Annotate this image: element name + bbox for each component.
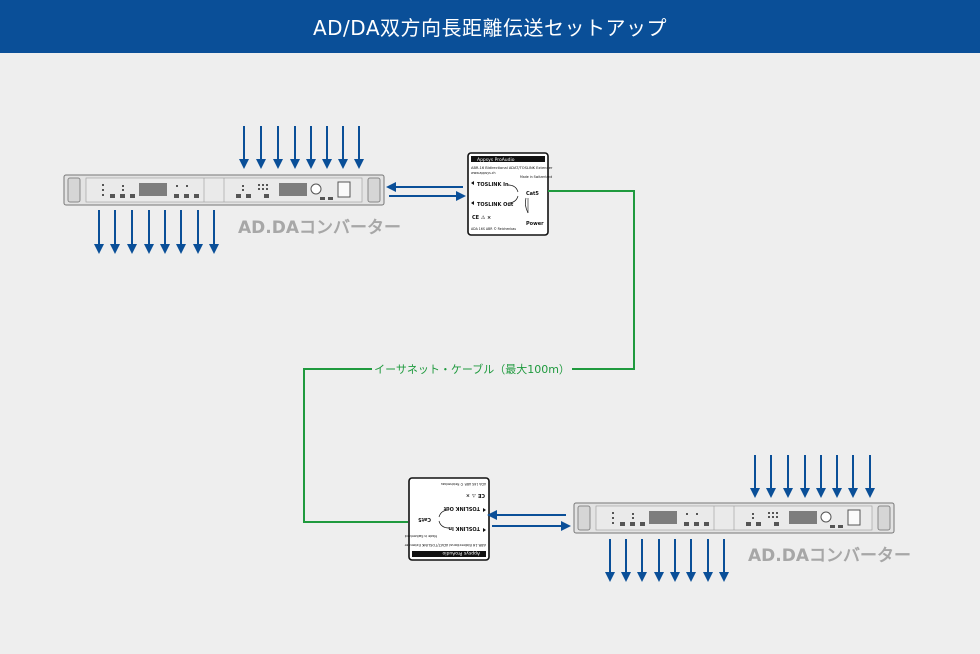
extender-bottom: Appsys ProAudio ABR-16 Bidirectional ADA… <box>404 477 490 561</box>
output-arrows-top <box>94 210 219 254</box>
svg-text:CE ⚠ ⨯: CE ⚠ ⨯ <box>466 492 485 498</box>
cat5-label: Cat5 <box>418 516 431 522</box>
toslink-in-label: TOSLINK In <box>477 182 509 188</box>
extender-brand: Appsys ProAudio <box>477 157 515 163</box>
input-arrows-top <box>239 126 364 169</box>
extender-made-in: Made in Switzerland <box>405 534 437 538</box>
cable-label: イーサネット・ケーブル（最大100m） <box>374 362 570 376</box>
toslink-out-label: TOSLINK Out <box>443 505 480 511</box>
extender-top: Appsys ProAudio ABR-16 Bidirectional ADA… <box>467 152 553 236</box>
extender-model: ABR-16 Bidirectional ADAT/TOSLINK Extend… <box>471 166 553 170</box>
svg-text:CE ⚠ ⨯: CE ⚠ ⨯ <box>472 215 491 221</box>
extender-brand: Appsys ProAudio <box>442 550 480 556</box>
extender-model: ABR-16 Bidirectional ADAT/TOSLINK Extend… <box>404 543 486 547</box>
setup-diagram: AD.DAコンバーター Appsys ProAudio ABR-16 Bidir… <box>63 126 911 582</box>
converter-label-top: AD.DAコンバーター <box>238 218 401 238</box>
extender-url: www.appsys.ch <box>471 171 496 175</box>
extender-footer: ADA 16S ABR © Reichenbau <box>471 227 516 231</box>
output-arrows-bottom <box>605 539 729 582</box>
cable-label-bg <box>372 360 572 378</box>
ethernet-cable <box>303 190 635 523</box>
extender-footer: ADA 16S ABR © Reichenbau <box>441 482 486 486</box>
toslink-in-label: TOSLINK In <box>448 525 480 531</box>
page-title: AD/DA双方向長距離伝送セットアップ <box>0 0 980 53</box>
toslink-out-label: TOSLINK Out <box>477 202 514 208</box>
extender-made-in: Made in Switzerland <box>520 175 552 179</box>
input-arrows-bottom <box>750 455 875 498</box>
cat5-label: Cat5 <box>526 191 539 197</box>
ad-da-converter-top <box>63 174 385 206</box>
power-label: Power <box>526 221 544 227</box>
toslink-links-top <box>386 182 466 201</box>
toslink-links-bottom <box>487 510 571 531</box>
ad-da-converter-bottom <box>573 502 895 534</box>
converter-label-bottom: AD.DAコンバーター <box>748 546 911 566</box>
